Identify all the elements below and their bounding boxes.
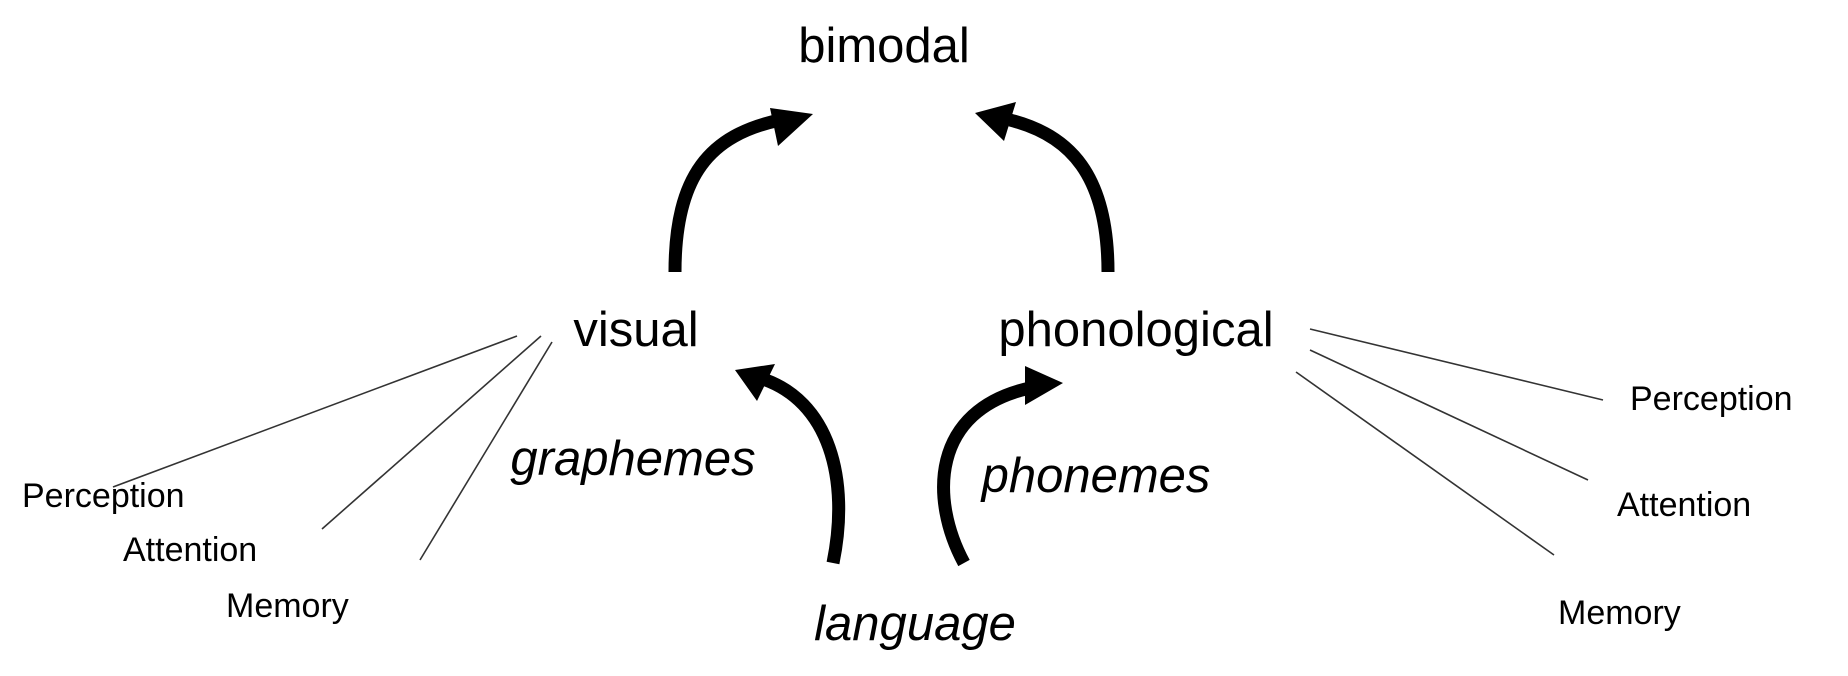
arrow-phonological-to-bimodal <box>1008 113 1115 273</box>
connector-phonological-memory <box>1295 371 1555 556</box>
arrowhead-language-to-visual <box>735 364 775 401</box>
connector-phonological-attention <box>1309 349 1589 481</box>
connector-visual-memory <box>419 341 553 561</box>
right-process-memory: Memory <box>1558 594 1681 632</box>
edge-label-phonemes: phonemes <box>980 449 1211 503</box>
connector-visual-attention <box>321 335 542 530</box>
left-process-perception: Perception <box>22 477 185 515</box>
arrow-language-to-visual <box>757 371 846 565</box>
thick-arrows <box>668 113 1115 567</box>
node-phonological: phonological <box>998 303 1273 357</box>
arrow-language-to-phonological <box>937 381 1032 567</box>
node-bimodal: bimodal <box>798 19 970 73</box>
node-language: language <box>814 597 1016 651</box>
arrowhead-visual-to-bimodal <box>770 108 813 146</box>
node-visual: visual <box>573 303 698 357</box>
left-process-attention: Attention <box>123 531 257 569</box>
arrowheads <box>735 102 1063 405</box>
right-process-perception: Perception <box>1630 380 1793 418</box>
process-connectors <box>112 328 1604 561</box>
arrow-visual-to-bimodal <box>668 113 782 273</box>
edge-label-graphemes: graphemes <box>510 432 755 486</box>
arrowhead-phonological-to-bimodal <box>975 102 1016 141</box>
right-process-attention: Attention <box>1617 486 1751 524</box>
connector-visual-perception <box>112 335 518 488</box>
connector-phonological-perception <box>1309 328 1604 401</box>
left-process-memory: Memory <box>226 587 349 625</box>
arrowhead-language-to-phonological <box>1025 366 1063 405</box>
